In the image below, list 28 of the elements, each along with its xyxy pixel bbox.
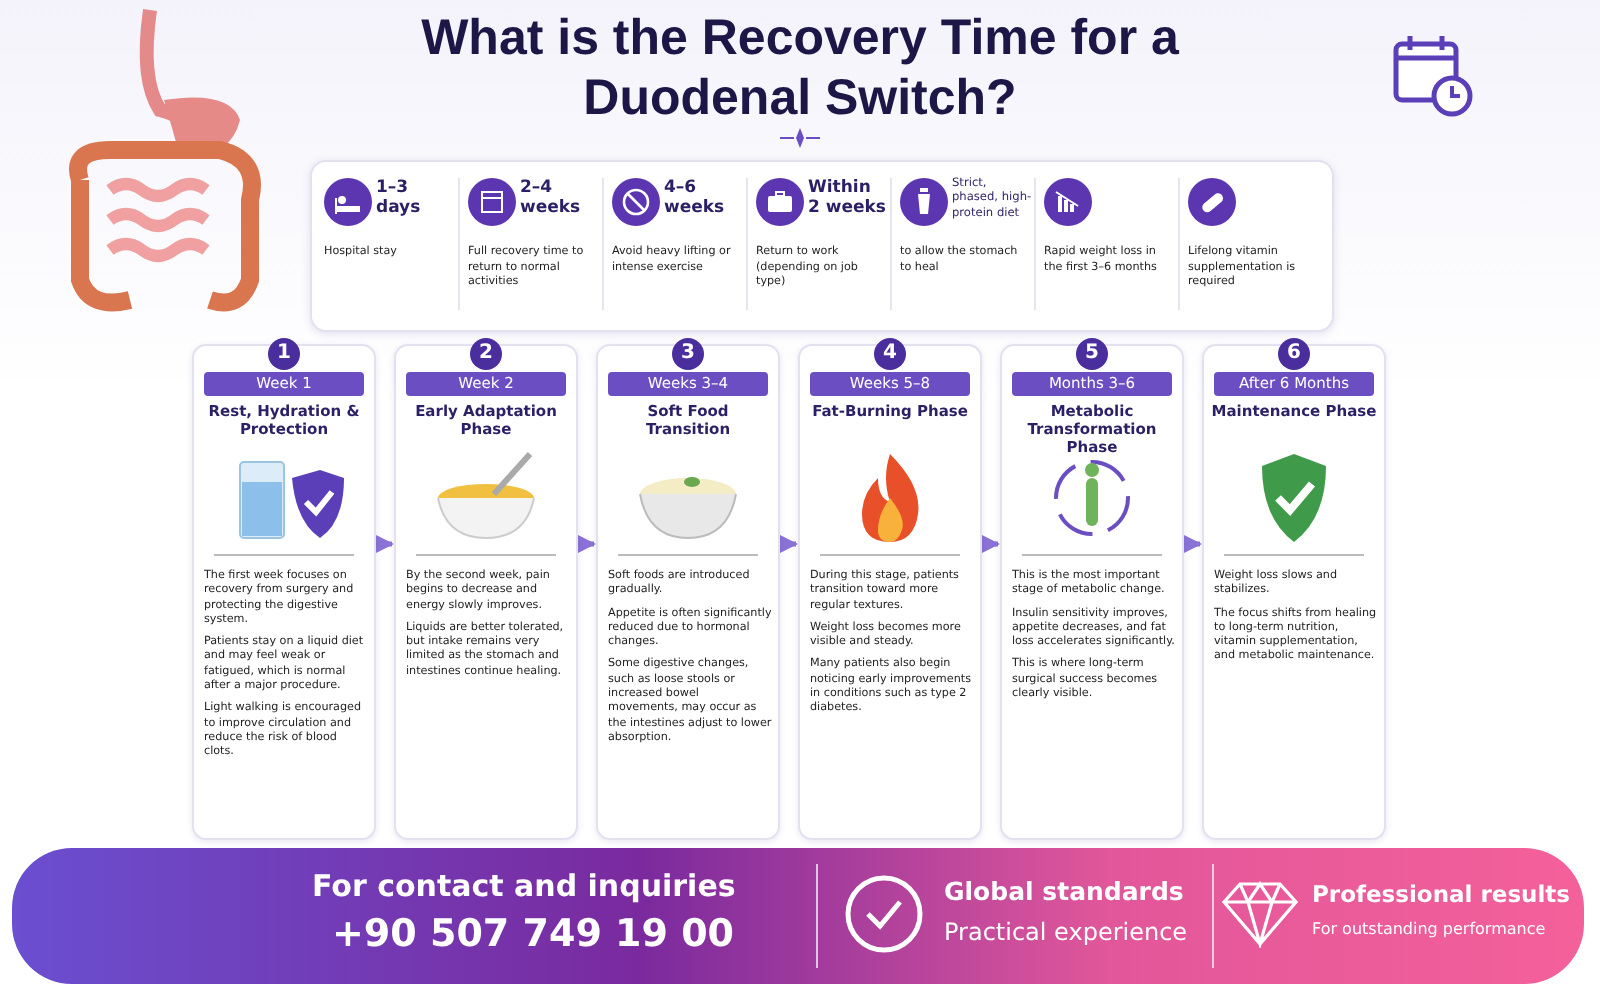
step-number: 6 (1278, 338, 1310, 370)
stat-value: 2–4 weeks (520, 178, 583, 218)
next-arrow (1182, 534, 1202, 554)
contact-heading: For contact and inquiries (312, 868, 736, 904)
next-arrow (374, 534, 394, 554)
feature-heading: Global standards (944, 876, 1184, 906)
step-number: 1 (268, 338, 300, 370)
feature-heading: Professional results (1312, 880, 1571, 908)
stat-value: 4–6 weeks (664, 178, 727, 218)
feature-text: Practical experience (944, 918, 1188, 946)
feature-text: For outstanding performance (1312, 920, 1546, 938)
stat-value: 1–3 days (376, 178, 423, 218)
stage-card (1202, 344, 1386, 840)
stage-card (596, 344, 780, 840)
phone-number: +90 507 749 19 00 (332, 912, 735, 956)
stat-value: Within 2 weeks (808, 178, 888, 218)
step-number: 3 (672, 338, 704, 370)
next-arrow (980, 534, 1000, 554)
step-number: 4 (874, 338, 906, 370)
next-arrow (576, 534, 596, 554)
stage-card (192, 344, 376, 840)
stage-card (394, 344, 578, 840)
next-arrow (778, 534, 798, 554)
step-number: 2 (470, 338, 502, 370)
step-number: 5 (1076, 338, 1108, 370)
stage-card (1000, 344, 1184, 840)
stage-card (798, 344, 982, 840)
title: What is the Recovery Time for a Duodenal Switch? (419, 8, 1181, 128)
